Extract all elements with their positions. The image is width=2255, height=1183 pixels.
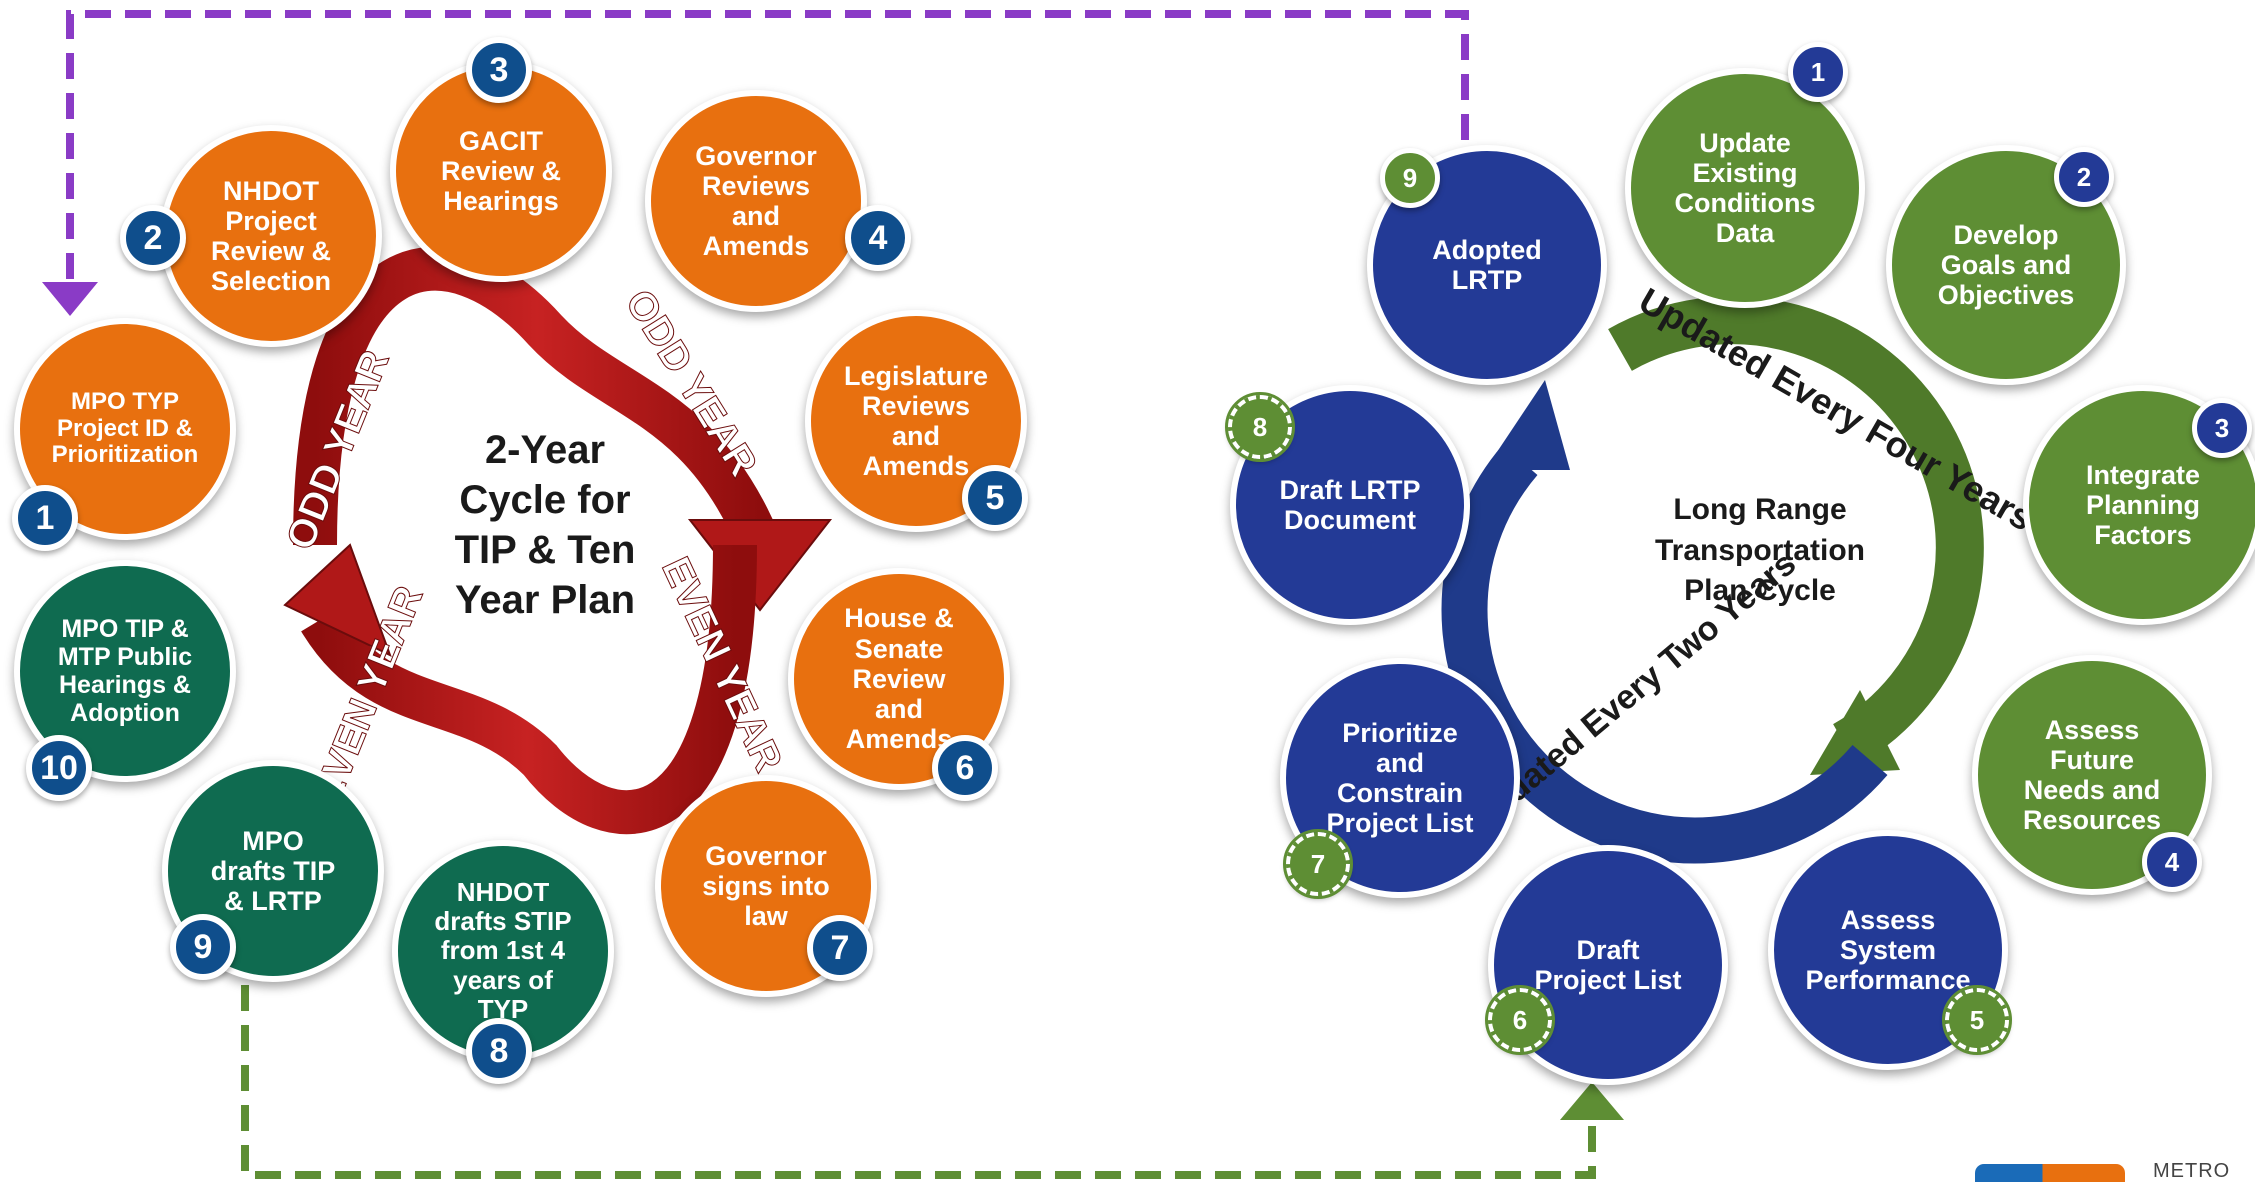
four-year-arrowhead — [1810, 690, 1900, 775]
right-step-7: Prioritize and Constrain Project List — [1280, 658, 1520, 898]
left-step-8-label: NHDOT drafts STIP from 1st 4 years of TY… — [434, 877, 572, 1024]
right-step-6-label: Draft Project List — [1534, 934, 1682, 995]
left-step-8: NHDOT drafts STIP from 1st 4 years of TY… — [392, 840, 614, 1062]
left-step-5-badge: 5 — [962, 465, 1028, 531]
left-step-4-badge: 4 — [845, 205, 911, 271]
right-step-5-label: Assess System Performance — [1805, 904, 1971, 996]
right-step-5-badge: 5 — [1942, 985, 2012, 1055]
left-step-6-label: House & Senate Review and Amends — [844, 603, 954, 755]
left-step-6-badge: 6 — [932, 735, 998, 801]
right-step-7-badge: 7 — [1283, 829, 1353, 899]
left-step-2-label: NHDOT Project Review & Selection — [210, 175, 332, 297]
right-center-title: Long Range Transportation Plan Cycle — [1654, 493, 1865, 607]
left-step-7-badge: 7 — [807, 915, 873, 981]
even-year-arc — [301, 544, 757, 835]
right-step-8-badge: 8 — [1225, 392, 1295, 462]
green-dashed-connector — [241, 985, 1596, 1179]
right-step-1-label: Update Existing Conditions Data — [1674, 127, 1816, 249]
right-step-4-badge: 4 — [2142, 832, 2202, 892]
left-step-1-label: MPO TYP Project ID & Prioritization — [51, 387, 199, 469]
left-step-9-label: MPO drafts TIP & LRTP — [210, 825, 336, 917]
left-step-8-badge: 8 — [466, 1018, 532, 1084]
left-step-1-badge: 1 — [12, 485, 78, 551]
right-step-3-badge: 3 — [2192, 398, 2252, 458]
left-step-2-badge: 2 — [120, 205, 186, 271]
right-step-4: Assess Future Needs and Resources — [1972, 655, 2212, 895]
right-step-9-badge: 9 — [1380, 148, 1440, 208]
right-step-4-label: Assess Future Needs and Resources — [2022, 714, 2162, 836]
even-year-arrowhead — [283, 543, 392, 657]
left-center-title: 2-Year Cycle for TIP & Ten Year Plan — [454, 428, 636, 622]
left-step-3-label: GACIT Review & Hearings — [440, 125, 562, 217]
purple-dashed-connector — [66, 10, 1469, 282]
logo-text: METRO — [2153, 1160, 2231, 1182]
right-step-7-label: Prioritize and Constrain Project List — [1326, 717, 1474, 839]
four-year-arc — [1608, 296, 1984, 766]
right-step-8: Draft LRTP Document — [1230, 385, 1470, 625]
left-step-4-label: Governor Reviews and Amends — [695, 140, 817, 262]
left-step-10-badge: 10 — [26, 735, 92, 801]
left-step-7-label: Governor signs into law — [702, 840, 830, 932]
two-year-arc — [1441, 445, 1888, 864]
left-step-3-badge: 3 — [466, 37, 532, 103]
metro-logo: METRO — [1975, 1160, 2255, 1182]
right-step-1-badge: 1 — [1788, 42, 1848, 102]
right-step-8-label: Draft LRTP Document — [1279, 474, 1421, 535]
left-step-4: Governor Reviews and Amends — [645, 90, 867, 312]
green-arrowhead — [1560, 1082, 1624, 1120]
odd-year-arc — [293, 246, 781, 554]
purple-arrowhead — [42, 282, 98, 316]
two-year-arrowhead — [1485, 380, 1570, 470]
right-step-9-label: Adopted LRTP — [1432, 234, 1542, 295]
left-step-2: NHDOT Project Review & Selection — [160, 125, 382, 347]
right-step-2-label: Develop Goals and Objectives — [1937, 219, 2075, 311]
left-step-10-label: MPO TIP & MTP Public Hearings & Adoption — [57, 615, 193, 727]
left-step-10: MPO TIP & MTP Public Hearings & Adoption — [14, 560, 236, 782]
right-step-1: Update Existing Conditions Data — [1625, 68, 1865, 308]
right-step-2-badge: 2 — [2054, 147, 2114, 207]
right-step-6-badge: 6 — [1485, 985, 1555, 1055]
right-step-3-label: Integrate Planning Factors — [2085, 459, 2201, 551]
left-step-5-label: Legislature Reviews and Amends — [843, 360, 989, 482]
logo-mark — [1975, 1164, 2125, 1182]
left-step-9-badge: 9 — [170, 914, 236, 980]
